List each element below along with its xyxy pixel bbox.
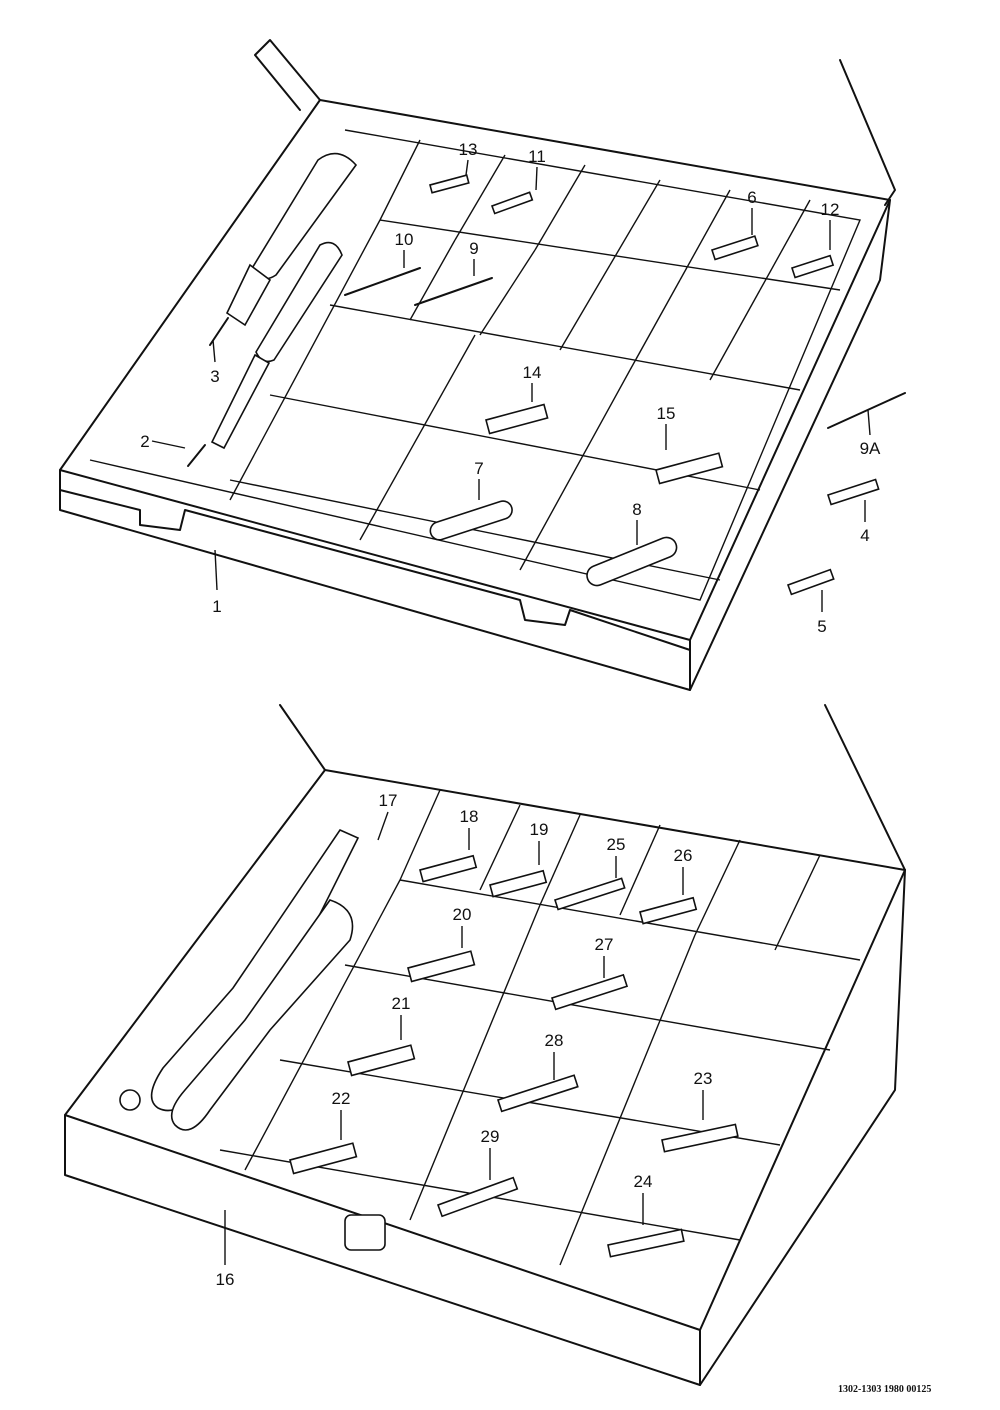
callout-15: 15	[657, 404, 676, 423]
callout-28: 28	[545, 1031, 564, 1050]
callout-3: 3	[210, 367, 219, 386]
callout-27: 27	[595, 935, 614, 954]
callout-9a: 9A	[860, 439, 881, 458]
callout-25: 25	[607, 835, 626, 854]
callout-26: 26	[674, 846, 693, 865]
callout-18: 18	[460, 807, 479, 826]
callout-14: 14	[523, 363, 542, 382]
leader-lines	[151, 159, 871, 1265]
callout-19: 19	[530, 820, 549, 839]
callout-6: 6	[747, 188, 756, 207]
crimping-pliers-17	[119, 828, 360, 1131]
callout-20: 20	[453, 905, 472, 924]
callout-4: 4	[860, 526, 869, 545]
callout-labels-top: 13 11 6 12 10 9 3 14 15 2 7 8 9A 4 5 1	[140, 140, 881, 636]
callout-9: 9	[469, 239, 478, 258]
callout-7: 7	[474, 459, 483, 478]
terminals-top	[344, 174, 906, 596]
callout-11: 11	[528, 147, 546, 166]
callout-22: 22	[332, 1089, 351, 1108]
removal-tool-3	[209, 152, 358, 346]
terminals-bottom	[289, 854, 739, 1258]
footer-code: 1302-1303 1980 00125	[838, 1384, 932, 1395]
latch	[344, 1214, 386, 1251]
top-case	[59, 39, 906, 691]
callout-10: 10	[395, 230, 414, 249]
callout-2: 2	[140, 432, 149, 451]
callout-13: 13	[459, 140, 478, 159]
callout-1: 1	[212, 597, 221, 616]
callout-5: 5	[817, 617, 826, 636]
callout-29: 29	[481, 1127, 500, 1146]
removal-tool-2	[187, 241, 343, 467]
callout-24: 24	[634, 1172, 653, 1191]
callout-8: 8	[632, 500, 641, 519]
callout-16: 16	[216, 1270, 235, 1289]
callout-12: 12	[821, 200, 840, 219]
callout-labels-bottom: 17 18 19 25 26 20 27 21 28 23 22 29 24 1…	[216, 791, 713, 1289]
callout-23: 23	[694, 1069, 713, 1088]
bottom-case	[64, 704, 906, 1386]
callout-21: 21	[392, 994, 411, 1013]
callout-17: 17	[379, 791, 398, 810]
